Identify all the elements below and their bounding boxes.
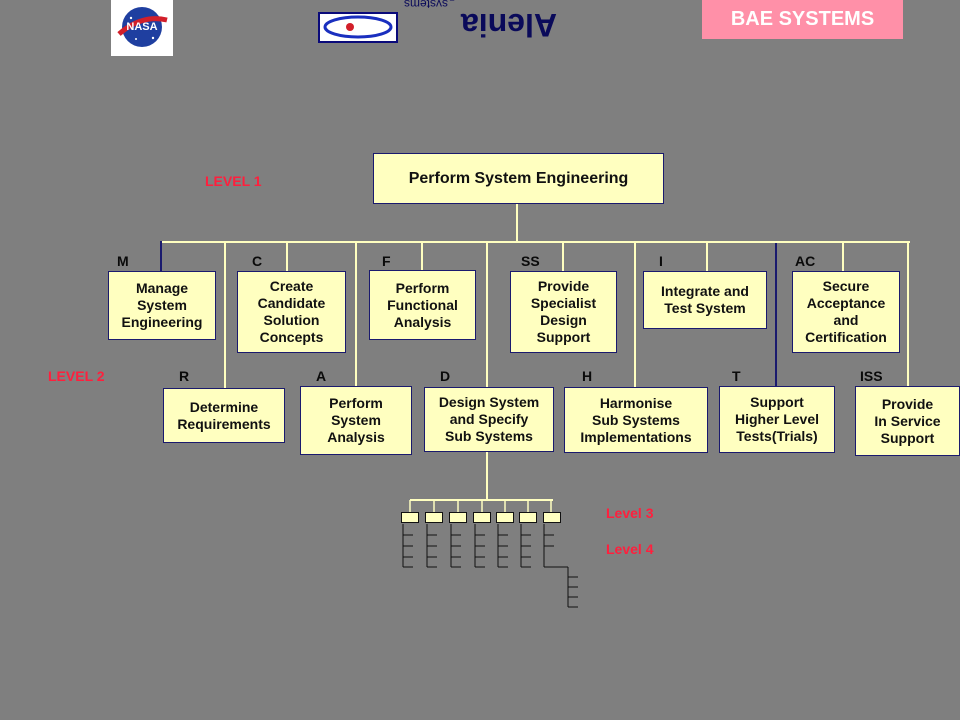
- alenia-logo-subtext: systems: [404, 0, 449, 11]
- bus-drop-t: [775, 243, 777, 388]
- design-system-and-specify-sub-systems-box: Design System and Specify Sub Systems: [424, 387, 554, 452]
- bus-drop-h: [634, 243, 636, 388]
- code-t: T: [732, 368, 741, 384]
- code-c: C: [252, 253, 263, 269]
- code-i: I: [659, 253, 663, 269]
- level-3-label: Level 3: [606, 505, 654, 521]
- perform-functional-analysis-box: Perform Functional Analysis: [369, 270, 476, 340]
- level3-box: [496, 512, 514, 523]
- level3-connector: [486, 452, 488, 501]
- bus-tick-m: [160, 241, 162, 271]
- level3-box: [519, 512, 537, 523]
- level3-box: [449, 512, 467, 523]
- bus-drop-i: [706, 243, 708, 272]
- code-iss: ISS: [860, 368, 883, 384]
- provide-in-service-support-box: Provide In Service Support: [855, 386, 960, 456]
- eye-icon: [318, 12, 398, 43]
- provide-specialist-design-support-box: Provide Specialist Design Support: [510, 271, 617, 353]
- level-1-label: LEVEL 1: [205, 173, 262, 189]
- root-connector: [516, 203, 518, 243]
- harmonise-sub-systems-implementations-box: Harmonise Sub Systems Implementations: [564, 387, 708, 453]
- level-4-label: Level 4: [606, 541, 654, 557]
- support-higher-level-tests-box: Support Higher Level Tests(Trials): [719, 386, 835, 453]
- code-f: F: [382, 253, 391, 269]
- perform-system-engineering-box: Perform System Engineering: [373, 153, 664, 204]
- bus-drop-c: [286, 243, 288, 272]
- code-h: H: [582, 368, 593, 384]
- code-ss: SS: [521, 253, 540, 269]
- level-2-label: LEVEL 2: [48, 368, 105, 384]
- level2-bus: [160, 241, 910, 243]
- bus-drop-iss: [907, 243, 909, 388]
- determine-requirements-box: Determine Requirements: [163, 388, 285, 443]
- code-m: M: [117, 253, 129, 269]
- secure-acceptance-and-certification-box: Secure Acceptance and Certification: [792, 271, 900, 353]
- alenia-marconi-logo: Alenia Marconi systems: [318, 0, 618, 45]
- bus-drop-d: [486, 243, 488, 388]
- level3-box: [473, 512, 491, 523]
- level3-level4-tree: [402, 500, 578, 608]
- manage-system-engineering-box: Manage System Engineering: [108, 271, 216, 340]
- level3-box: [425, 512, 443, 523]
- bus-drop-r: [224, 243, 226, 388]
- level3-box: [401, 512, 419, 523]
- bus-drop-ss: [562, 243, 564, 272]
- integrate-and-test-system-box: Integrate and Test System: [643, 271, 767, 329]
- code-r: R: [179, 368, 190, 384]
- bae-systems-logo: BAE SYSTEMS: [702, 0, 903, 39]
- code-a: A: [316, 368, 327, 384]
- bus-drop-a: [355, 243, 357, 388]
- code-ac: AC: [795, 253, 816, 269]
- code-d: D: [440, 368, 451, 384]
- svg-text:NASA: NASA: [126, 21, 157, 33]
- create-candidate-solution-concepts-box: Create Candidate Solution Concepts: [237, 271, 346, 353]
- bus-drop-ac: [842, 243, 844, 272]
- bus-drop-f: [421, 243, 423, 270]
- level3-box: [543, 512, 561, 523]
- nasa-logo: NASA: [111, 0, 173, 56]
- perform-system-analysis-box: Perform System Analysis: [300, 386, 412, 455]
